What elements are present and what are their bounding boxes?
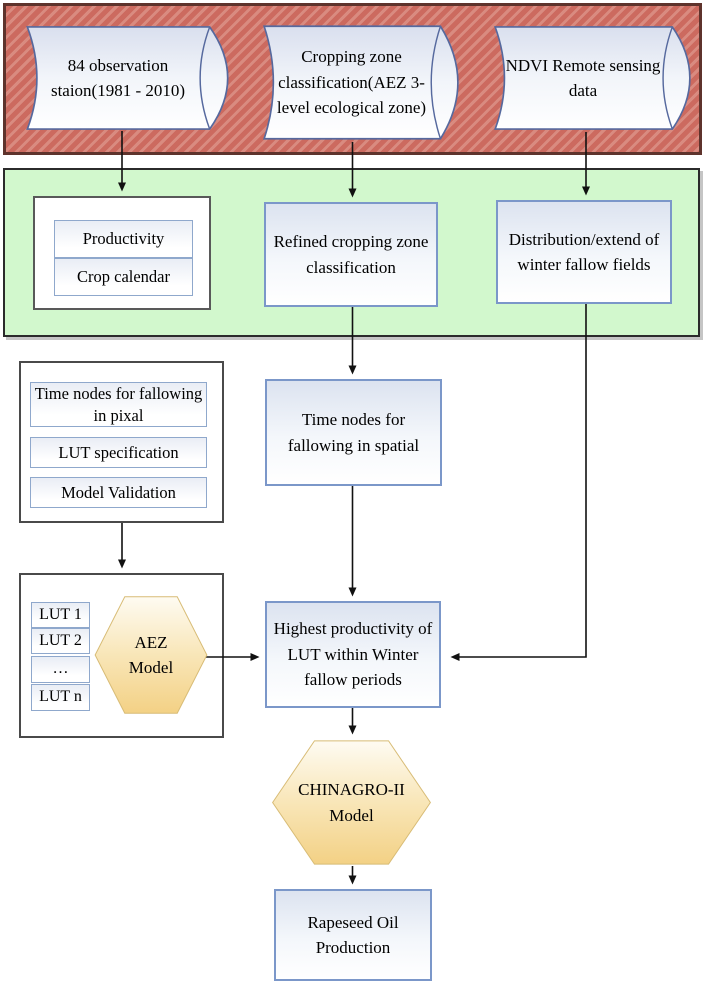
node-model-validation: Model Validation — [30, 477, 207, 508]
node-label: NDVI Remote sensing data — [505, 55, 661, 101]
hex-label-line: Model — [128, 658, 174, 677]
node-lut-2: LUT 2 — [31, 628, 90, 654]
node-time-nodes-spatial: Time nodes for fallowing in spatial — [265, 379, 442, 486]
cylinder-shape-icon — [262, 25, 459, 140]
node-observation-stations: 84 observation staion(1981 - 2010) — [21, 24, 233, 132]
hex-label-line: Model — [329, 805, 374, 825]
node-label: Cropping zone classification(AEZ 3-level… — [276, 47, 427, 118]
node-cropping-zone-classification: Cropping zone classification(AEZ 3-level… — [258, 23, 463, 142]
node-productivity: Productivity — [54, 220, 193, 258]
node-lut-1: LUT 1 — [31, 602, 90, 628]
node-label: AEZ Model — [94, 595, 208, 715]
node-time-nodes-pixel: Time nodes for fallowing in pixal — [30, 382, 207, 427]
hex-label-line: CHINAGRO-II — [298, 780, 405, 799]
node-aez-model: AEZ Model — [94, 595, 208, 715]
node-label: CHINAGRO-II Model — [271, 739, 432, 866]
arrow-distribution-to-highest — [450, 304, 587, 661]
node-lut-ellipsis: … — [31, 656, 90, 683]
hex-label-line: AEZ — [134, 632, 168, 652]
node-refined-cropping-zone: Refined cropping zone classification — [264, 202, 438, 307]
node-label: 84 observation staion(1981 - 2010) — [50, 55, 186, 101]
cylinder-shape-icon — [26, 26, 229, 130]
hexagon-shape-icon — [94, 595, 208, 715]
node-highest-productivity: Highest productivity of LUT within Winte… — [265, 601, 441, 708]
node-crop-calendar: Crop calendar — [54, 258, 193, 296]
node-chinagro-model: CHINAGRO-II Model — [271, 739, 432, 866]
node-winter-fallow-distribution: Distribution/extend of winter fallow fie… — [496, 200, 672, 304]
cylinder-shape-icon — [494, 26, 691, 130]
hexagon-shape-icon — [271, 739, 432, 866]
node-lut-n: LUT n — [31, 684, 90, 711]
node-ndvi-data: NDVI Remote sensing data — [489, 24, 695, 132]
node-lut-specification: LUT specification — [30, 437, 207, 468]
node-rapeseed-oil-production: Rapeseed Oil Production — [274, 889, 432, 981]
